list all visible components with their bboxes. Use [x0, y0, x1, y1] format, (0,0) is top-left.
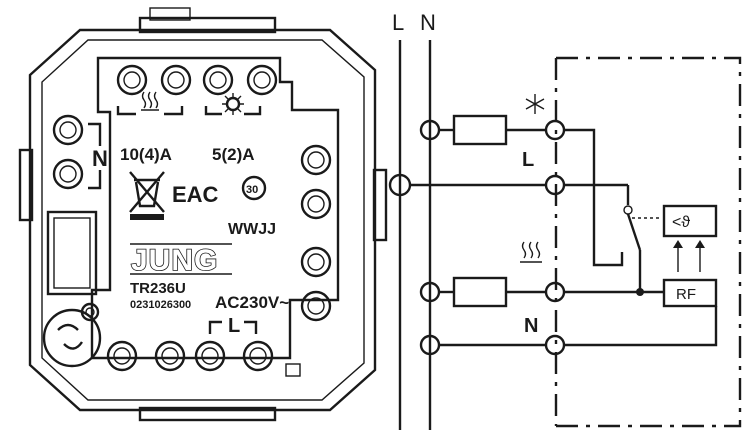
terminal-screw [246, 64, 278, 96]
top-mount-tab [138, 16, 277, 34]
weee-bin-icon [129, 171, 165, 220]
terminal-screw [116, 64, 148, 96]
cooling-gear-icon [222, 93, 244, 115]
slide-connector [46, 210, 98, 296]
face-plate [90, 56, 340, 360]
top-terminals [116, 64, 278, 96]
brand-logo: JUNG [131, 244, 218, 277]
terminal-screw-inner [307, 297, 325, 315]
release-clip [285, 363, 301, 377]
heat-icon [141, 91, 159, 109]
bracket-l [208, 320, 258, 334]
terminal-screw-inner [113, 347, 131, 365]
terminal-screw [154, 340, 186, 372]
terminal-screw [202, 64, 234, 96]
terminal-screw-inner [123, 71, 141, 89]
terminal-screw [242, 340, 274, 372]
serial-number: 0231026300 [130, 299, 191, 311]
date-code: WWJJ [228, 221, 276, 238]
rating-heat: 10(4)A [120, 145, 172, 164]
terminal-screw [300, 290, 332, 322]
heating-load [452, 276, 508, 308]
terminal-screw [52, 158, 84, 190]
terminal-screw-inner [249, 347, 267, 365]
left-mount-tab [18, 148, 34, 222]
temperature-sensor-box [662, 204, 718, 238]
bottom-terminals [106, 340, 274, 372]
terminal-screw-inner [161, 347, 179, 365]
terminal-screw [300, 144, 332, 176]
switch-pivot [623, 205, 633, 215]
cooling-load [452, 114, 508, 146]
terminal-l-mark: L [522, 149, 534, 171]
eac-mark: EAC [172, 182, 219, 207]
terminal-screw-inner [307, 253, 325, 271]
wire-n-rf [564, 306, 718, 347]
wiring-diagram: L N L <ϑ [388, 10, 742, 430]
bracket-n [88, 122, 102, 190]
terminal-screw-inner [59, 121, 77, 139]
temperature-badge-icon: 30 [241, 175, 267, 201]
terminal-screw [300, 188, 332, 220]
terminal-n-mark: N [524, 315, 538, 337]
bracket-heat [116, 106, 184, 116]
voltage-rating: AC230V~ [215, 293, 289, 312]
terminal-n [544, 334, 566, 356]
model-number: TR236U [130, 280, 186, 297]
snowflake-icon [525, 94, 545, 114]
device-boundary [556, 56, 742, 428]
terminal-screw-inner [167, 71, 185, 89]
sensor-label: <ϑ [672, 214, 690, 231]
device-outer-frame [28, 28, 377, 412]
terminal-screw-inner [307, 195, 325, 213]
bracket-cool [204, 106, 262, 116]
bus-n-label: N [420, 10, 436, 35]
terminal-screw [52, 114, 84, 146]
switch-blade [626, 213, 642, 251]
wire-cool-contact [564, 128, 624, 267]
terminal-screw [106, 340, 138, 372]
terminal-screw-inner [59, 165, 77, 183]
terminal-l-label: L [228, 315, 240, 337]
terminal-screw-inner [307, 151, 325, 169]
temperature-badge-value: 30 [246, 184, 258, 196]
top-mount-notch [149, 7, 191, 21]
terminal-screw [300, 246, 332, 278]
device-inner-frame [41, 39, 365, 401]
slide-connector-inner [53, 217, 91, 289]
signal-arrows-icon [673, 240, 705, 272]
right-mount-tab [372, 168, 388, 242]
terminal-n-label: N [92, 146, 108, 171]
heating-icon [520, 241, 542, 263]
terminal-screw [194, 340, 226, 372]
terminal-screw [160, 64, 192, 96]
bus-l-label: L [392, 10, 404, 35]
rating-cool: 5(2)A [212, 145, 255, 164]
rf-label: RF [676, 286, 696, 303]
terminal-screw-inner [201, 347, 219, 365]
right-terminals [300, 144, 332, 322]
terminal-screw-inner [209, 71, 227, 89]
terminal-screw-inner [253, 71, 271, 89]
adjust-knob-icon [42, 302, 102, 368]
thermostat-insert: N 10(4)A 5(2)A EAC 30 WWJJ JUNG TR236U 0… [18, 7, 388, 422]
bottom-mount-tab [138, 406, 277, 422]
left-terminals [52, 114, 84, 190]
